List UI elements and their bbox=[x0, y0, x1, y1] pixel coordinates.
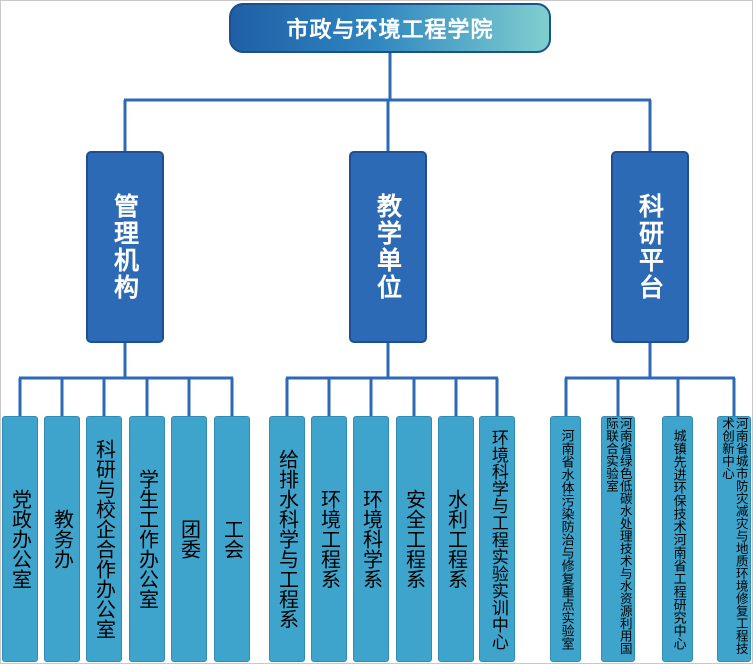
leaf-water-pollution-lab: 河南省水体污染防治与修复重点实验室 bbox=[550, 416, 581, 662]
category-teaching: 教学单位 bbox=[349, 151, 427, 343]
leaf-research-cooperation-office: 科研与校企合作办公室 bbox=[86, 416, 122, 662]
root-node-title: 市政与环境工程学院 bbox=[229, 3, 551, 53]
leaf-environmental-engineering-dept: 环境工程系 bbox=[311, 416, 347, 662]
leaf-water-conservancy-dept: 水利工程系 bbox=[438, 416, 474, 662]
leaf-low-carbon-water-lab: 河南省绿色低碳水处理技术与水资源利用国际联合实验室 bbox=[601, 416, 635, 662]
leaf-academic-office: 教务办 bbox=[44, 416, 80, 662]
leaf-environmental-science-dept: 环境科学系 bbox=[353, 416, 389, 662]
leaf-water-supply-drainage-dept: 给排水科学与工程系 bbox=[269, 416, 305, 662]
leaf-student-affairs-office: 学生工作办公室 bbox=[129, 416, 165, 662]
leaf-disaster-prevention-center: 河南省城市防灾减灾与地质环境修复工程技术创新中心 bbox=[717, 416, 751, 662]
leaf-youth-league: 团委 bbox=[171, 416, 207, 662]
leaf-experiment-training-center: 环境科学与工程实验实训中心 bbox=[479, 416, 515, 662]
category-research: 科研平台 bbox=[611, 151, 689, 343]
leaf-safety-engineering-dept: 安全工程系 bbox=[396, 416, 432, 662]
category-management: 管理机构 bbox=[86, 151, 164, 343]
leaf-party-office: 党政办公室 bbox=[2, 416, 38, 662]
leaf-union: 工会 bbox=[214, 416, 250, 662]
leaf-environmental-tech-center: 城镇先进环保技术河南省工程研究中心 bbox=[662, 416, 693, 662]
